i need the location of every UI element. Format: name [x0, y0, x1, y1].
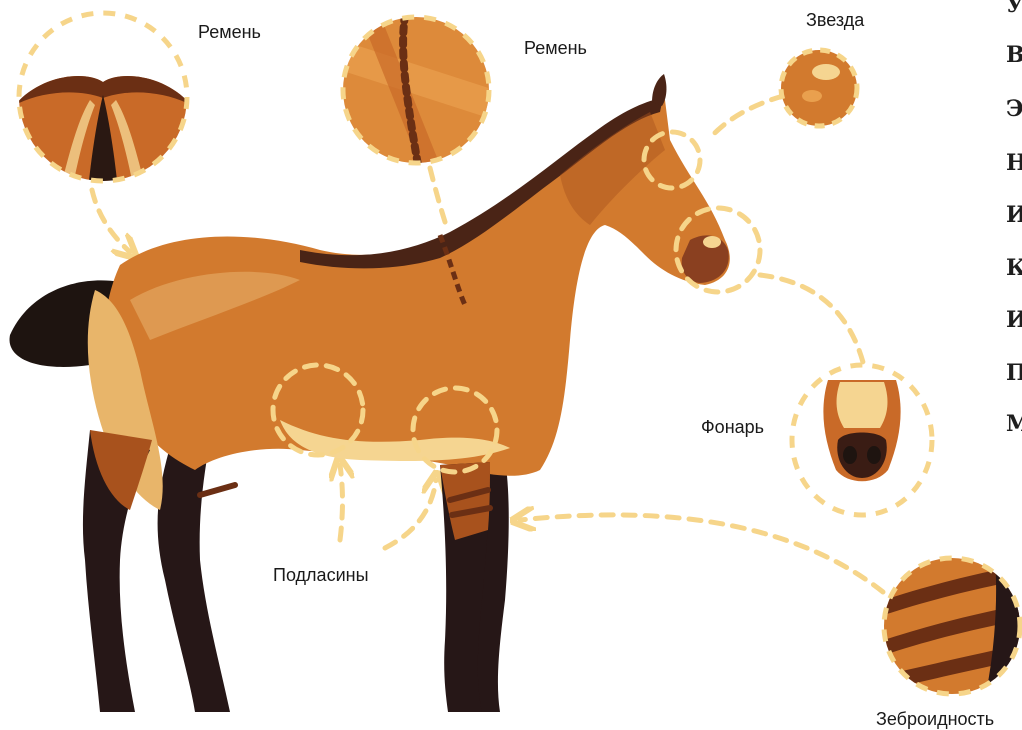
label-belly: Подласины [273, 565, 369, 586]
side-letter: И [1006, 307, 1022, 333]
leader-strap-top [92, 190, 130, 252]
label-muzzle: Фонарь [701, 417, 764, 438]
side-letter: П [1006, 360, 1022, 386]
horse-ear [652, 74, 666, 106]
callout-zebra [884, 558, 1022, 698]
label-star: Звезда [806, 10, 864, 31]
label-strap-top: Ремень [198, 22, 261, 43]
horse-far-hind-leg [158, 430, 230, 712]
side-letter: И [1006, 202, 1022, 228]
side-letter: В [1006, 42, 1022, 68]
side-letter: У [1006, 0, 1022, 18]
callout-muzzle [792, 365, 932, 515]
leader-zebra [520, 515, 883, 592]
side-letter: Н [1006, 150, 1022, 176]
label-zebra-legs: Зеброидность [876, 709, 994, 730]
leader-strap-back [430, 168, 446, 225]
callout-strap-top [10, 10, 200, 190]
leader-muzzle [760, 275, 865, 370]
side-letter: М [1006, 411, 1022, 437]
side-letter: Э [1006, 96, 1022, 122]
side-letter: К [1006, 255, 1022, 281]
label-strap-back: Ремень [524, 38, 587, 59]
leader-belly-left [340, 465, 343, 540]
leader-star [710, 96, 783, 138]
leader-belly-right [385, 480, 436, 548]
horse-nostril [703, 236, 721, 248]
callout-strap-back [340, 15, 495, 165]
callout-star [780, 48, 860, 128]
